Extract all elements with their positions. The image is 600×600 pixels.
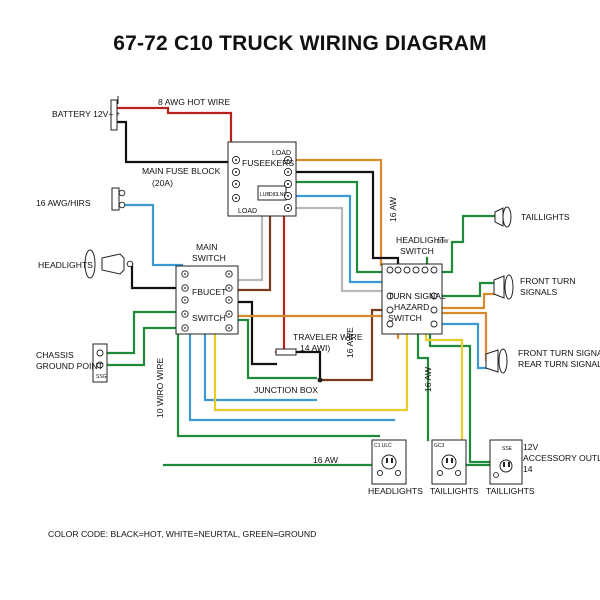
front-turn-label-1: FRONT TURN	[520, 276, 576, 286]
wire-gray-fuse-out	[288, 206, 390, 293]
headlight-bulb-left	[84, 249, 134, 279]
wire-blue-16awg	[123, 203, 184, 267]
battery-label: BATTERY 12V+	[52, 109, 113, 119]
wire-orange-fuse-out	[288, 158, 392, 267]
front-rear-turn-bulb	[485, 348, 508, 374]
main-switch-row2: SWITCH	[192, 313, 226, 323]
fuse-block-load-bottom: LOAD	[238, 208, 257, 215]
main-switch-title-2: SWITCH	[192, 253, 226, 263]
color-code-legend: COLOR CODE: BLACK=HOT, WHITE=NEURTAL, GR…	[48, 529, 316, 539]
headlight-switch	[381, 263, 443, 335]
headlight-switch-title-2: SWITCH	[400, 246, 434, 256]
awg16-left-connector	[111, 187, 126, 211]
outlet1-tags: C1 ULC	[374, 443, 392, 449]
fuse-small-label-2: DID	[269, 192, 278, 198]
awg16-bottom-label: 16 AW	[313, 455, 339, 465]
wire-black-fuse-out	[288, 170, 400, 267]
main-fuse-block	[227, 141, 297, 217]
traveler-wire-label-1: TRAVELER WIRE	[293, 332, 363, 342]
fuse-small-label-3: LNE	[277, 192, 287, 198]
traveler-wire-label-2: 14 AWI)	[300, 343, 330, 353]
wire-black-battery	[116, 120, 235, 164]
hot-wire-label: 8 AWG HOT WIRE	[158, 97, 230, 107]
junction-box-label: JUNCTION BOX	[254, 385, 318, 395]
wire-red-fuse-main	[274, 204, 286, 354]
headlights-bottom-label: HEADLIGHTS	[368, 486, 423, 496]
wire-blue-fuse-out	[288, 194, 390, 284]
outlet-taillights	[431, 439, 467, 485]
fuse-block-load-top: LOAD	[272, 150, 291, 157]
wire-yellow-hs-bottom	[424, 330, 464, 460]
awg10-vertical-label: 10 WIRO WIRE	[155, 358, 165, 418]
fuse-block-amp: (20A)	[152, 178, 173, 188]
headlight-switch-row3: SWITCH	[388, 313, 422, 323]
diagram-title: 67-72 C10 TRUCK WIRING DIAGRAM	[113, 32, 487, 55]
wire-orange-rear-turn	[439, 311, 488, 362]
accessory-label-2: ACCESSORY OUTLET	[523, 453, 600, 463]
front-rear-turn-label-2: REAR TURN SIGNALS	[518, 359, 600, 369]
wire-orange-front-turn	[439, 292, 496, 310]
wire-gray-fuse-main	[230, 210, 264, 282]
battery-plus-sign: +	[116, 111, 120, 118]
battery-symbol: +	[110, 96, 120, 131]
accessory-label-3: 14	[523, 464, 533, 474]
junction-box-node	[317, 377, 323, 383]
headlights-left-label: HEADLIGHTS	[38, 260, 93, 270]
accessory-label-1: 12V	[523, 442, 539, 452]
taillights-bottom-label-1: TAILLIGHTS	[430, 486, 479, 496]
awg16-right-vertical-label: 16 AW	[423, 366, 433, 392]
wire-brown-junction	[318, 308, 390, 382]
fuse-block-name: MAIN FUSE BLOCK	[142, 166, 221, 176]
headlight-switch-row2: HAZARD	[394, 302, 429, 312]
taillights-bottom-label-2: TAILLIGHTS	[486, 486, 535, 496]
wire-green-hs-bottom-1	[416, 330, 430, 442]
fuse-small-label-1: LUB	[260, 192, 270, 198]
wire-green-chassis-1	[106, 310, 184, 355]
fuse-block-top-label: FUSEEKERS	[242, 158, 294, 168]
main-switch	[175, 265, 239, 335]
front-turn-bulb	[493, 274, 514, 300]
main-switch-row1: FBUCET	[192, 287, 227, 297]
headlight-switch-low: LOW	[437, 239, 449, 245]
chassis-ground-block: SSG	[92, 343, 108, 383]
awg16-wire-label: 16 AWE	[345, 327, 355, 358]
outlet2-tags: GC3	[434, 443, 445, 449]
wire-blue-main-bottom	[203, 330, 318, 402]
wire-black-junction	[294, 350, 322, 382]
wire-green-front-turn	[439, 281, 496, 298]
wire-blue-10awg	[188, 330, 396, 422]
main-switch-title-1: MAIN	[196, 242, 217, 252]
wire-black-headlights	[130, 262, 184, 290]
wire-green-fuse-out	[288, 180, 390, 274]
awg16-vertical-label: 16 AW	[388, 196, 398, 222]
wire-green-hs-bottom-2	[428, 330, 492, 464]
taillight-bulb-top	[494, 206, 512, 228]
traveler-fuse	[275, 348, 297, 356]
wire-green-chassis-2	[106, 326, 184, 367]
chassis-label-2: GROUND POINT	[36, 361, 104, 371]
front-rear-turn-label-1: FRONT TURN SIGNALS	[518, 348, 600, 358]
wire-brown-fuse-main	[230, 210, 272, 292]
wire-black-traveler	[230, 300, 278, 366]
wire-blue-rear-turn	[439, 322, 488, 370]
outlet3-tags: SSE	[502, 446, 513, 452]
chassis-label-1: CHASSIS	[36, 350, 74, 360]
wire-red-hot	[116, 106, 233, 152]
headlight-switch-title-1: HEADLIGHT	[396, 235, 446, 245]
taillights-top-label: TAILLIGHTS	[521, 212, 570, 222]
accessory-outlet	[489, 439, 523, 485]
headlight-switch-row1: TURN SIGNAL	[388, 291, 446, 301]
outlet-headlights	[371, 439, 407, 485]
front-turn-label-2: SIGNALS	[520, 287, 558, 297]
wire-green-10awg	[176, 330, 381, 438]
chassis-tag: SSG	[96, 374, 107, 380]
awg16-left-label: 16 AWG/HIRS	[36, 198, 91, 208]
